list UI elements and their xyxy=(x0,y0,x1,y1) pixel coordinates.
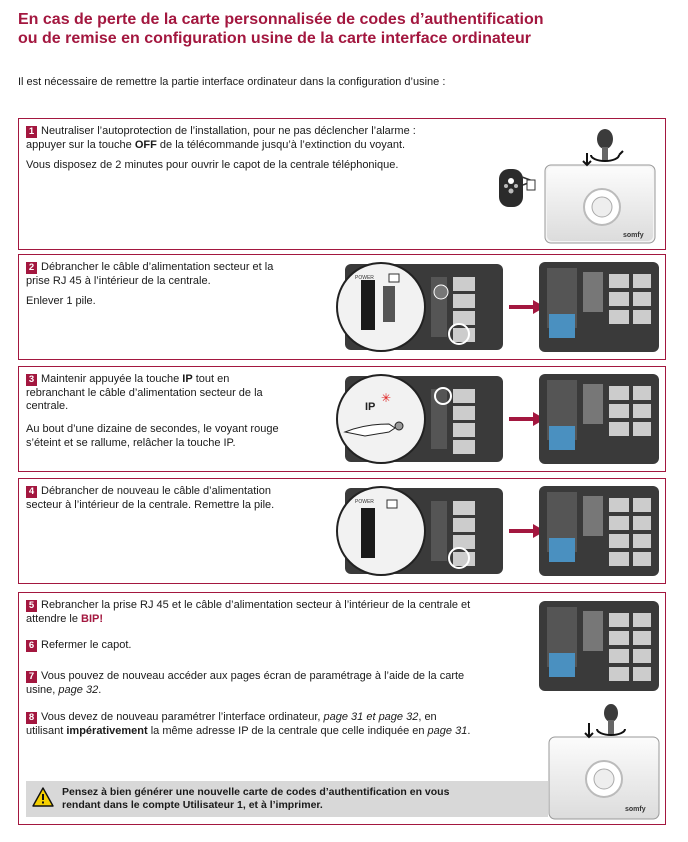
unplug-cable-illustration: POWER xyxy=(336,262,503,352)
svg-text:somfy: somfy xyxy=(623,232,644,239)
remote-control-icon xyxy=(499,169,536,207)
svg-text:POWER: POWER xyxy=(355,499,374,505)
intro-text: Il est nécessaire de remettre la partie … xyxy=(18,76,446,88)
warning-text: Pensez à bien générer une nouvelle carte… xyxy=(62,786,450,811)
warning-banner: Pensez à bien générer une nouvelle carte… xyxy=(26,781,548,817)
title-line-2: ou de remise en configuration usine de l… xyxy=(18,30,532,47)
page-title: En cas de perte de la carte personnalisé… xyxy=(18,10,668,48)
step-2-note: Enlever 1 pile. xyxy=(26,295,96,307)
arrow-right-icon xyxy=(509,412,545,426)
closed-central-illustration: somfy xyxy=(548,704,660,820)
step-number: 1 xyxy=(26,126,37,138)
alarm-central-illustration: somfy xyxy=(499,129,656,244)
press-ip-button-illustration: IP ✳ xyxy=(336,374,503,464)
svg-text:somfy: somfy xyxy=(625,806,646,813)
step-1-note: Vous disposez de 2 minutes pour ouvrir l… xyxy=(26,159,399,171)
svg-text:✳: ✳ xyxy=(381,391,391,405)
svg-text:POWER: POWER xyxy=(355,275,374,281)
board-battery-replaced-illustration xyxy=(539,486,659,576)
title-line-1: En cas de perte de la carte personnalisé… xyxy=(18,11,544,28)
unplug-again-illustration: POWER xyxy=(336,486,503,576)
svg-text:IP: IP xyxy=(365,401,375,413)
board-powered-illustration xyxy=(539,374,659,464)
step-3-note: Au bout d’une dizaine de secondes, le vo… xyxy=(26,423,279,449)
arrow-right-icon xyxy=(509,300,545,314)
warning-icon xyxy=(32,787,54,807)
board-reconnected-illustration xyxy=(539,601,659,691)
board-without-battery-illustration xyxy=(539,262,659,352)
arrow-right-icon xyxy=(509,524,545,538)
